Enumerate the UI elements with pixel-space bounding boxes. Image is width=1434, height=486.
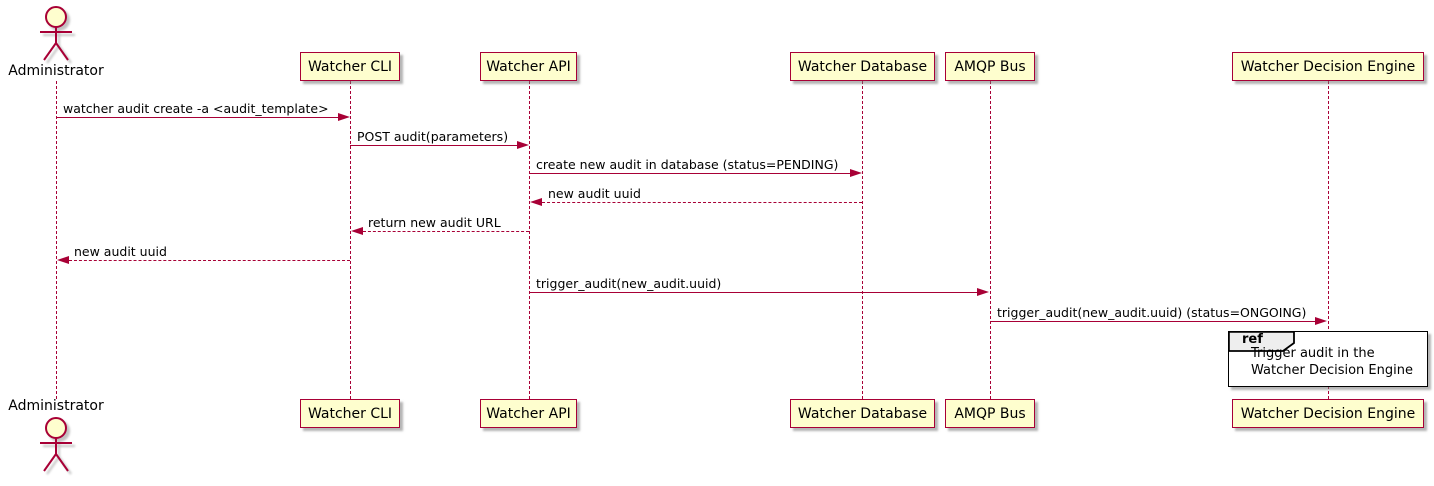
message-line (542, 202, 862, 203)
lifeline-administrator (56, 81, 57, 399)
arrowhead-left-icon (57, 256, 69, 264)
actor-icon (40, 417, 72, 472)
arrowhead-right-icon (517, 141, 529, 149)
actor-administrator-bottom: Administrator (0, 398, 112, 478)
participant-watcher-cli-bottom: Watcher CLI (300, 399, 400, 428)
participant-watcher-api-top: Watcher API (480, 52, 577, 81)
message-label: watcher audit create -a <audit_template> (63, 101, 329, 116)
ref-line-1: Trigger audit in the (1251, 346, 1375, 361)
participant-watcher-database-bottom: Watcher Database (790, 399, 935, 428)
lifeline-watcher-decision-engine (1328, 81, 1329, 399)
arrowhead-right-icon (338, 113, 350, 121)
message-label: trigger_audit(new_audit.uuid) (536, 276, 722, 291)
lifeline-watcher-cli (350, 81, 351, 399)
message-label: POST audit(parameters) (357, 129, 509, 144)
participant-watcher-api-bottom: Watcher API (480, 399, 577, 428)
message-line (363, 231, 529, 232)
participant-amqp-bus-top: AMQP Bus (945, 52, 1035, 81)
lifeline-watcher-api (529, 81, 530, 399)
participant-label-administrator: Administrator (8, 398, 104, 414)
arrowhead-right-icon (1315, 317, 1327, 325)
message-label: return new audit URL (368, 215, 501, 230)
participant-amqp-bus-bottom: AMQP Bus (945, 399, 1035, 428)
message-label: new audit uuid (74, 244, 167, 259)
actor-icon (40, 6, 72, 61)
arrowhead-left-icon (351, 227, 363, 235)
message-line (57, 117, 339, 118)
message-line (69, 260, 350, 261)
message-line (529, 173, 851, 174)
participant-watcher-cli-top: Watcher CLI (300, 52, 400, 81)
lifeline-watcher-database (862, 81, 863, 399)
message-line (529, 292, 978, 293)
ref-tab-icon (1228, 331, 1295, 352)
participant-watcher-database-top: Watcher Database (790, 52, 935, 81)
message-line (990, 321, 1316, 322)
arrowhead-right-icon (977, 288, 989, 296)
arrowhead-left-icon (530, 198, 542, 206)
participant-watcher-decision-engine-top: Watcher Decision Engine (1232, 52, 1424, 81)
ref-body: Trigger audit in the Watcher Decision En… (1251, 345, 1413, 379)
ref-line-2: Watcher Decision Engine (1251, 363, 1413, 378)
message-label: trigger_audit(new_audit.uuid) (status=ON… (997, 305, 1307, 320)
message-line (350, 145, 518, 146)
lifeline-amqp-bus (990, 81, 991, 399)
participant-label-administrator: Administrator (8, 63, 104, 79)
message-label: new audit uuid (548, 186, 641, 201)
message-label: create new audit in database (status=PEN… (536, 157, 839, 172)
ref-fragment: ref Trigger audit in the Watcher Decisio… (1228, 331, 1428, 387)
participant-watcher-decision-engine-bottom: Watcher Decision Engine (1232, 399, 1424, 428)
actor-administrator-top: Administrator (0, 5, 112, 79)
ref-keyword: ref (1242, 332, 1263, 347)
arrowhead-right-icon (850, 169, 862, 177)
